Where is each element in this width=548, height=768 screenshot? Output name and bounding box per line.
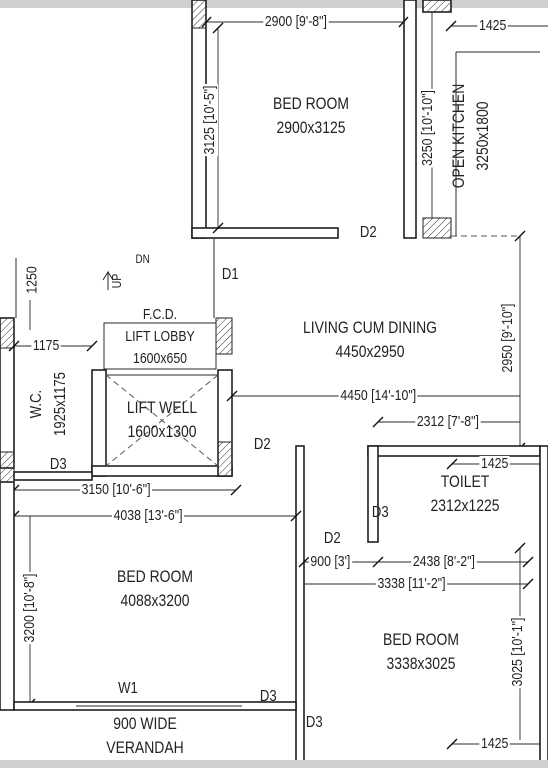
room-lift-lobby-note: F.C.D. <box>142 306 178 323</box>
column-lobby <box>215 317 233 355</box>
dim-living-width: 4450 [14'-10"] <box>338 387 418 404</box>
dim-width-3150: 3150 [10'-6"] <box>79 481 153 498</box>
room-lift-well: LIFT WELL 1600x1300 <box>114 396 209 444</box>
wall-top-bed-bottom <box>191 227 339 239</box>
room-lift-well-name: LIFT WELL <box>126 398 198 417</box>
door-d2-top: D2 <box>359 224 377 241</box>
door-d2-low: D2 <box>323 530 341 547</box>
room-bed-left-name: BED ROOM <box>117 567 193 586</box>
lift-well-outline <box>105 374 219 467</box>
wall-toilet-left <box>367 445 379 543</box>
stair-dn-label: DN <box>135 252 150 266</box>
room-verandah-line1: 900 WIDE <box>113 714 177 733</box>
dim-top-bed-height: 3125 [10'-5"] <box>201 83 219 157</box>
dim-living-height: 2950 [9'-10"] <box>499 301 517 375</box>
column-kitchen-bottom <box>422 217 452 239</box>
room-living-dining-size: 4450x2950 <box>335 342 405 361</box>
dim-left-bed-height: 3200 [10'-8"] <box>21 571 39 645</box>
room-living-dining: LIVING CUM DINING 4450x2950 <box>288 316 452 364</box>
room-lift-lobby-name: LIFT LOBBY <box>125 328 195 345</box>
dim-width-4038: 4038 [13'-6"] <box>111 507 185 524</box>
room-toilet-name: TOILET <box>440 472 490 491</box>
room-wc-size: 1925x1175 <box>52 372 69 436</box>
dim-toilet-width: 2312 [7'-8"] <box>415 413 481 430</box>
room-living-dining-name: LIVING CUM DINING <box>303 318 437 337</box>
room-toilet-size: 2312x1225 <box>430 496 500 515</box>
room-lift-well-size: 1600x1300 <box>127 422 197 441</box>
stair-up-arrow <box>102 270 114 290</box>
wall-right-outer <box>539 445 548 768</box>
wall-lift-left <box>91 369 107 477</box>
dim-top-right-1425: 1425 <box>477 17 509 34</box>
dim-wc-1175: 1175 <box>31 337 62 354</box>
room-wc: W.C. 1925x1175 <box>25 359 73 449</box>
room-open-kitchen: OPEN KITCHEN 3250x1800 <box>447 75 495 198</box>
room-bed-top-name: BED ROOM <box>273 94 349 113</box>
bottom-edge <box>0 760 548 768</box>
room-bed-left: BED ROOM 4088x3200 <box>102 565 209 613</box>
window-w1-label: W1 <box>118 680 138 697</box>
room-bed-top-size: 2900x3125 <box>276 118 346 137</box>
door-d3-toilet: D3 <box>371 504 389 521</box>
room-open-kitchen-size: 3250x1800 <box>473 101 492 171</box>
dim-width-3338: 3338 [11'-2"] <box>375 575 448 592</box>
stair-up-label: UP <box>109 273 125 289</box>
wall-kitchen-left <box>403 0 417 239</box>
room-lift-lobby-size: 1600x650 <box>132 350 188 367</box>
wall-wc-bottom <box>13 471 93 481</box>
door-d1: D1 <box>221 266 239 283</box>
room-lift-lobby: F.C.D. LIFT LOBBY 1600x650 <box>114 304 206 370</box>
room-bed-left-size: 4088x3200 <box>120 591 190 610</box>
room-toilet: TOILET 2312x1225 <box>412 470 519 518</box>
room-bed-right-size: 3338x3025 <box>386 654 456 673</box>
dim-stair-1250: 1250 <box>23 264 41 296</box>
door-d2-mid: D2 <box>253 436 271 453</box>
dim-toilet-1425: 1425 <box>479 455 511 472</box>
room-open-kitchen-name: OPEN KITCHEN <box>449 83 468 189</box>
dim-width-2438: 2438 [8'-2"] <box>411 553 477 570</box>
dim-right-bed-height: 3025 [10'-1"] <box>509 615 527 689</box>
dim-bottom-1425: 1425 <box>479 735 511 752</box>
door-d3-bottom: D3 <box>259 688 277 705</box>
dim-top-bed-width: 2900 [9'-8"] <box>263 13 329 30</box>
wall-lift-bottom <box>91 465 233 477</box>
room-verandah: 900 WIDE VERANDAH <box>92 712 199 760</box>
wall-left-bed-outer <box>0 481 15 711</box>
wall-central <box>295 445 305 768</box>
column-wc-bottom <box>0 451 15 483</box>
door-d3-verandah: D3 <box>305 714 323 731</box>
room-bed-right-name: BED ROOM <box>383 630 459 649</box>
room-wc-name: W.C. <box>28 389 45 419</box>
dim-door-900: 900 [3'] <box>308 553 353 570</box>
room-bed-right: BED ROOM 3338x3025 <box>368 628 475 676</box>
room-bed-top: BED ROOM 2900x3125 <box>250 92 373 140</box>
column-top-left <box>191 0 207 29</box>
top-edge <box>0 0 548 8</box>
room-verandah-line2: VERANDAH <box>106 738 184 757</box>
wall-toilet-top <box>367 445 541 457</box>
column-wc-top <box>0 317 15 349</box>
door-d3-wc: D3 <box>49 456 67 473</box>
lift-cross-2 <box>105 374 219 467</box>
dim-kitchen-height: 3250 [10'-10"] <box>419 88 437 168</box>
column-lift-bottom <box>217 441 233 477</box>
column-kitchen-top <box>422 0 452 13</box>
